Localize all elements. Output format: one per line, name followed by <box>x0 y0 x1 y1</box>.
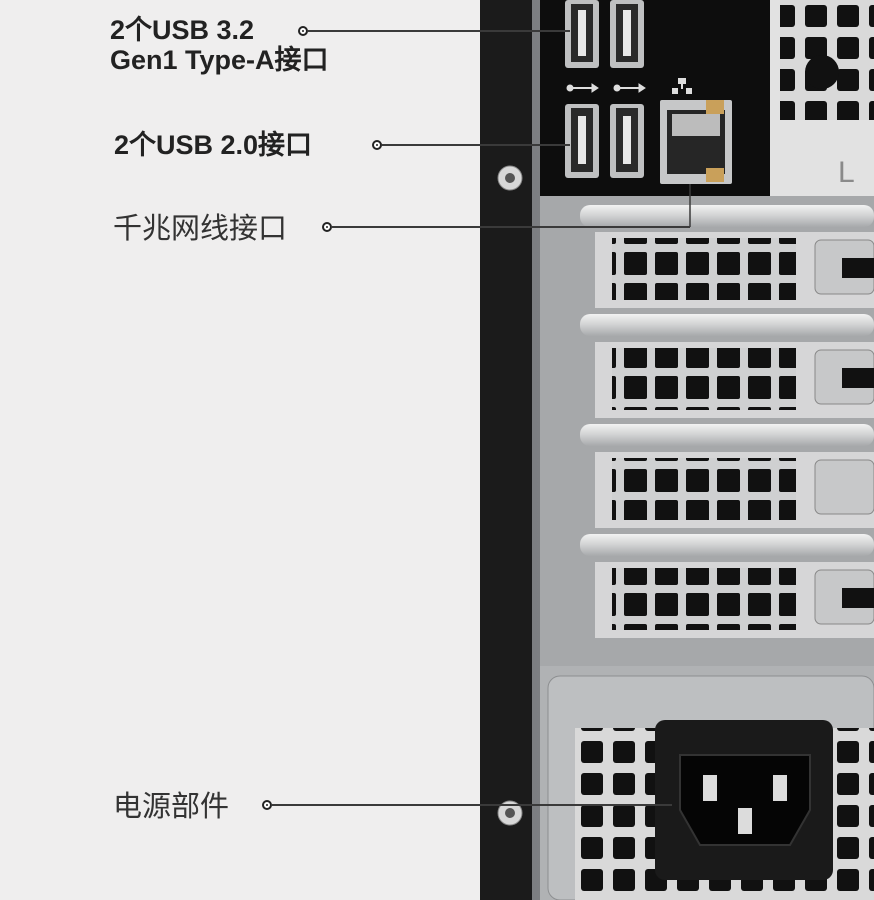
power-supply <box>540 666 874 900</box>
callout-leader <box>272 804 672 806</box>
usb32-label-line1: 2个USB 3.2 <box>110 15 255 45</box>
callout-leader <box>308 30 570 32</box>
callout-dot <box>372 140 382 150</box>
pci-slots <box>540 196 874 666</box>
callout-dot <box>298 26 308 36</box>
ethernet-label: 千兆网线接口 <box>113 211 288 245</box>
usb20-ports <box>565 104 644 178</box>
ethernet-port <box>660 100 732 184</box>
usb-icon <box>566 83 599 93</box>
power-label: 电源部件 <box>113 789 230 823</box>
callout-dot <box>322 222 332 232</box>
usb-icon <box>613 83 646 93</box>
callout-dot <box>262 800 272 810</box>
callout-leader <box>382 144 570 146</box>
svg-text:L: L <box>838 156 855 189</box>
callout-leader <box>332 226 690 228</box>
usb20-label: 2个USB 2.0接口 <box>114 130 313 160</box>
network-icon <box>672 78 692 94</box>
usb32-label-line2: Gen1 Type-A接口 <box>110 45 329 75</box>
usb32-ports <box>565 0 644 68</box>
